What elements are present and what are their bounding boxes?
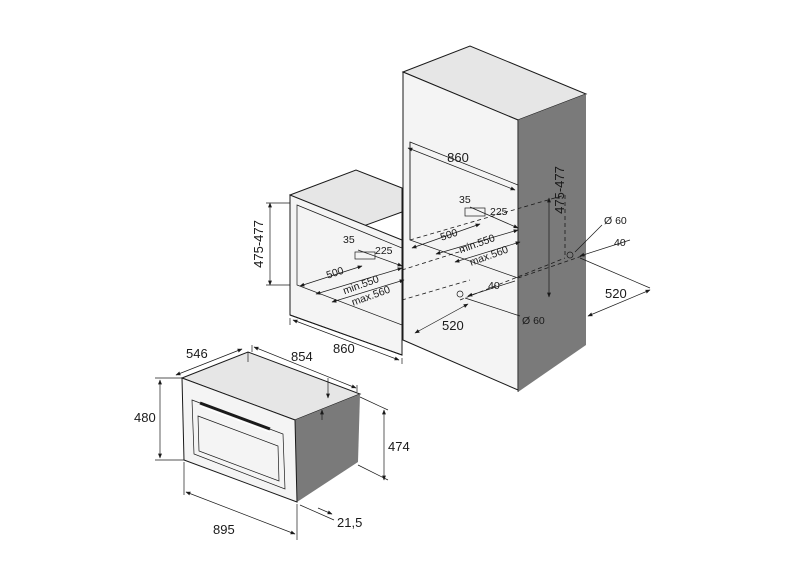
under-counter-vent-slot <box>354 251 376 260</box>
under-counter-hole-offset-label: 40 <box>488 280 500 292</box>
column-cabinet <box>401 45 588 392</box>
oven-panel-thickness-label: 21,5 <box>337 515 362 530</box>
oven-height-label: 480 <box>134 410 156 425</box>
under-counter-height-label: 475-477 <box>251 220 266 268</box>
column-side-depth-label: 520 <box>605 286 627 301</box>
column-vent-depth-label: 35 <box>459 194 471 206</box>
oven-door-handle <box>199 401 271 433</box>
under-counter-hole-diameter-label: Ø 60 <box>522 315 545 327</box>
under-counter-vent-width-label: 225 <box>375 245 393 257</box>
column-hole-diameter-label: Ø 60 <box>604 215 627 227</box>
column-vent-slot <box>464 207 486 217</box>
oven-unit <box>180 351 362 503</box>
column-hole-marker <box>566 251 574 259</box>
under-counter-width-label: 860 <box>333 341 355 356</box>
column-height-label: 475-477 <box>552 166 567 214</box>
column-width-label: 860 <box>447 150 469 165</box>
oven-body-width-label: 854 <box>291 349 313 364</box>
oven-body-height-label: 474 <box>388 439 410 454</box>
under-counter-vent-depth-label: 35 <box>343 234 355 246</box>
column-hole-offset-label: 40 <box>614 237 626 249</box>
oven-front-width-label: 895 <box>213 522 235 537</box>
oven-door-window <box>197 415 280 482</box>
oven-dimensions: 546 854 480 474 895 21,5 <box>134 345 410 540</box>
column-vent-width-label: 225 <box>490 206 508 218</box>
under-counter-cabinet <box>289 169 403 356</box>
under-counter-side-depth-label: 520 <box>442 318 464 333</box>
under-counter-hole-marker <box>456 290 464 298</box>
oven-depth-label: 546 <box>186 346 208 361</box>
